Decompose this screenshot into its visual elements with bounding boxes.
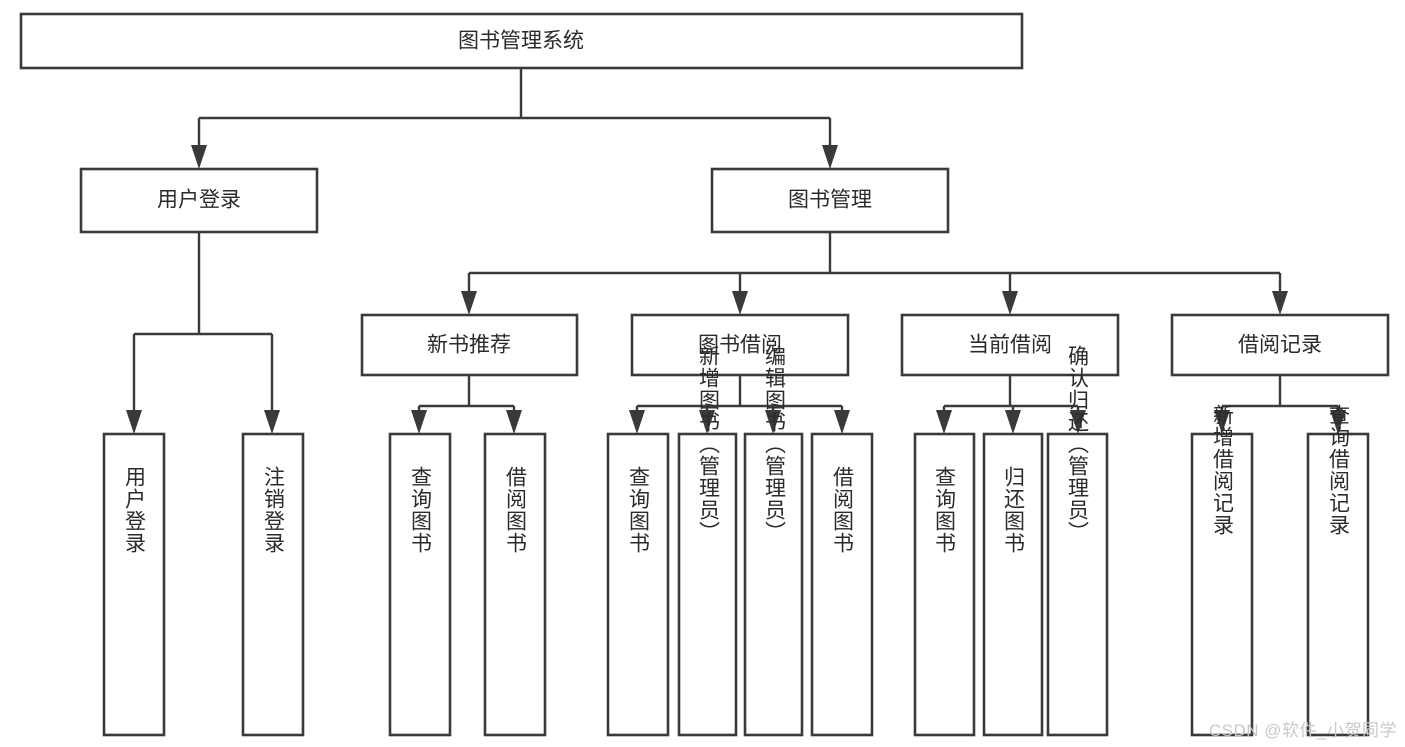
node-book-management-label: 图书管理 xyxy=(788,189,872,212)
arrow-current-c3 xyxy=(1070,410,1086,434)
leaf-borrow-book-recommend[interactable]: 借阅图书 xyxy=(483,432,547,737)
leaf-add-borrow-record[interactable]: 新增借阅记录 xyxy=(1190,404,1254,737)
arrow-bookmgmt-c1 xyxy=(461,291,477,315)
leaf-query-book-current-box[interactable] xyxy=(913,432,976,737)
leaf-logout-label: 注销登录 xyxy=(262,466,286,554)
arrow-current-c1 xyxy=(936,410,952,434)
leaf-logout-box[interactable] xyxy=(241,432,305,737)
arrow-borrow-c4 xyxy=(834,410,850,434)
node-book-borrow-box[interactable] xyxy=(630,313,850,377)
leaf-borrow-book[interactable]: 借阅图书 xyxy=(810,432,874,737)
leaf-add-borrow-record-box[interactable] xyxy=(1190,432,1254,737)
node-current-borrow[interactable]: 当前借阅 xyxy=(900,313,1120,377)
leaf-borrow-book-label: 借阅图书 xyxy=(831,466,855,554)
node-root[interactable]: 图书管理系统 xyxy=(19,12,1024,70)
leaf-borrow-book-box[interactable] xyxy=(810,432,874,737)
node-book-management-box[interactable] xyxy=(710,167,950,234)
arrow-login-c1 xyxy=(126,410,142,434)
leaf-confirm-return-admin-box[interactable] xyxy=(1046,432,1109,737)
leaf-query-book-borrow-box[interactable] xyxy=(606,432,670,737)
leaf-user-login[interactable]: 用户登录 xyxy=(102,432,166,737)
node-borrow-records[interactable]: 借阅记录 xyxy=(1170,313,1390,377)
edges-borrow-records xyxy=(1214,375,1346,434)
leaf-add-book-admin-label: 新增图书（管理员） xyxy=(697,345,721,543)
node-new-book-recommend-label: 新书推荐 xyxy=(427,334,511,357)
leaf-query-book-current[interactable]: 查询图书 xyxy=(913,432,976,737)
node-root-label: 图书管理系统 xyxy=(458,30,584,53)
edges-user-login xyxy=(126,232,280,434)
arrow-newbook-c2 xyxy=(506,410,522,434)
leaf-add-borrow-record-label: 新增借阅记录 xyxy=(1211,404,1235,536)
leaf-return-book[interactable]: 归还图书 xyxy=(982,432,1044,737)
leaf-edit-book-admin-box[interactable] xyxy=(743,432,804,737)
edges-current-borrow xyxy=(936,375,1086,434)
leaf-query-book-recommend[interactable]: 查询图书 xyxy=(388,432,452,737)
leaf-add-book-admin-box[interactable] xyxy=(677,432,738,737)
edges-new-book-recommend xyxy=(411,375,522,434)
node-new-book-recommend[interactable]: 新书推荐 xyxy=(360,313,579,377)
leaf-return-book-label: 归还图书 xyxy=(1002,466,1026,554)
leaf-query-borrow-record-label: 查询借阅记录 xyxy=(1327,404,1351,536)
leaf-edit-book-admin-label: 编辑图书（管理员） xyxy=(763,345,787,543)
leaf-borrow-book-recommend-box[interactable] xyxy=(483,432,547,737)
leaf-confirm-return-admin[interactable]: 确认归还（管理员） xyxy=(1046,345,1109,737)
arrow-bookmgmt-c4 xyxy=(1272,291,1288,315)
node-current-borrow-label: 当前借阅 xyxy=(968,334,1052,357)
leaf-query-book-borrow[interactable]: 查询图书 xyxy=(606,432,670,737)
node-book-management[interactable]: 图书管理 xyxy=(710,167,950,234)
node-book-borrow[interactable]: 图书借阅 xyxy=(630,313,850,377)
leaf-user-login-label: 用户登录 xyxy=(123,466,147,554)
node-book-borrow-label: 图书借阅 xyxy=(698,334,782,357)
edges-book-borrow xyxy=(629,375,850,434)
leaf-borrow-book-recommend-label: 借阅图书 xyxy=(504,466,528,554)
node-current-borrow-box[interactable] xyxy=(900,313,1120,377)
arrow-current-c2 xyxy=(1005,410,1021,434)
leaf-return-book-box[interactable] xyxy=(982,432,1044,737)
arrow-borrow-c1 xyxy=(629,410,645,434)
leaf-confirm-return-admin-label: 确认归还（管理员） xyxy=(1066,345,1090,543)
arrow-root-to-bookmgmt xyxy=(822,145,838,169)
arrow-borrow-c2 xyxy=(699,410,715,434)
leaf-add-book-admin[interactable]: 新增图书（管理员） xyxy=(677,345,738,737)
node-root-box[interactable] xyxy=(19,12,1024,70)
leaf-query-book-recommend-box[interactable] xyxy=(388,432,452,737)
node-borrow-records-box[interactable] xyxy=(1170,313,1390,377)
leaf-logout[interactable]: 注销登录 xyxy=(241,432,305,737)
leaf-query-book-recommend-label: 查询图书 xyxy=(409,466,433,554)
node-user-login-box[interactable] xyxy=(79,167,319,234)
node-new-book-recommend-box[interactable] xyxy=(360,313,579,377)
arrow-root-to-login xyxy=(191,145,207,169)
leaf-user-login-box[interactable] xyxy=(102,432,166,737)
edges-root xyxy=(191,68,838,169)
node-user-login[interactable]: 用户登录 xyxy=(79,167,319,234)
arrow-newbook-c1 xyxy=(411,410,427,434)
node-user-login-label: 用户登录 xyxy=(157,189,241,212)
edges-book-management xyxy=(461,232,1288,315)
leaf-query-borrow-record[interactable]: 查询借阅记录 xyxy=(1306,404,1370,737)
leaf-edit-book-admin[interactable]: 编辑图书（管理员） xyxy=(743,345,804,737)
arrow-bookmgmt-c2 xyxy=(732,291,748,315)
leaf-query-borrow-record-box[interactable] xyxy=(1306,432,1370,737)
arrow-login-c2 xyxy=(264,410,280,434)
arrow-records-c2 xyxy=(1330,410,1346,434)
leaf-query-book-borrow-label: 查询图书 xyxy=(627,466,651,554)
arrow-bookmgmt-c3 xyxy=(1002,291,1018,315)
node-borrow-records-label: 借阅记录 xyxy=(1238,334,1322,357)
leaf-query-book-current-label: 查询图书 xyxy=(933,466,957,554)
arrow-borrow-c3 xyxy=(765,410,781,434)
arrow-records-c1 xyxy=(1214,410,1230,434)
